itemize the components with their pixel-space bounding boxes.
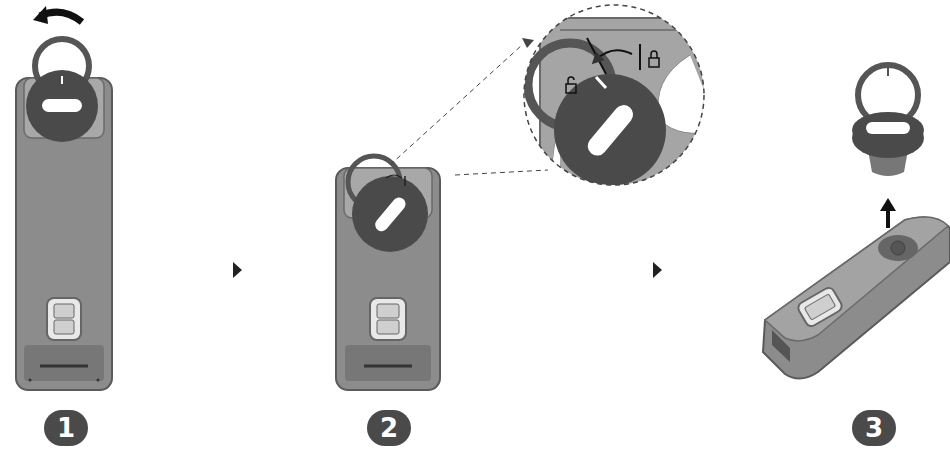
device-step-3 <box>763 65 950 379</box>
callout-number: 3 <box>852 410 896 446</box>
device-step-2 <box>336 156 440 390</box>
device-step-1 <box>16 6 112 390</box>
callout-number: 2 <box>367 410 411 446</box>
step-arrow <box>233 262 242 278</box>
zoom-inset <box>390 0 730 218</box>
callout-number: 1 <box>44 410 88 446</box>
step-arrow <box>653 262 662 278</box>
